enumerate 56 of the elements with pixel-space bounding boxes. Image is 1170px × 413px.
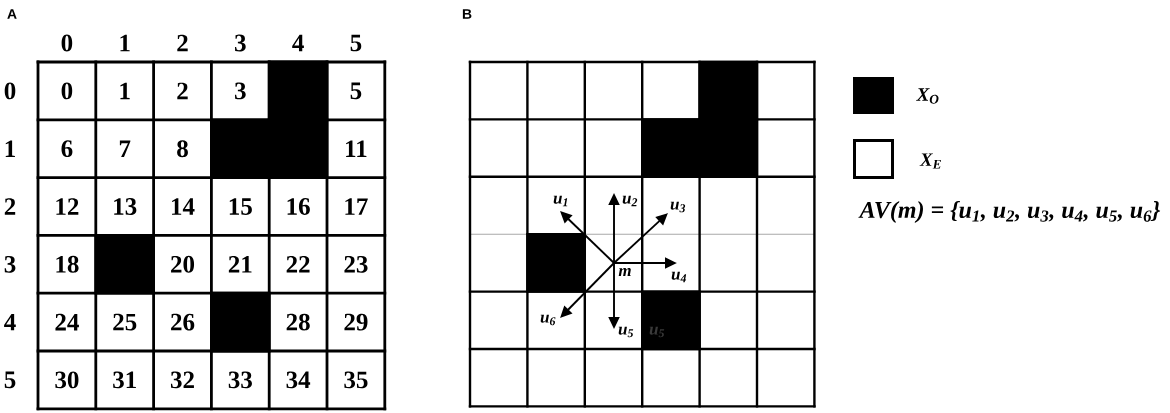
- cell-number: 5: [350, 82, 362, 100]
- row-index: 1: [5, 140, 15, 157]
- panel-label: A: [7, 9, 17, 19]
- cell-number: 28: [286, 313, 310, 331]
- column-index: 3: [235, 34, 246, 52]
- cell-number: 22: [286, 256, 310, 273]
- cell-number: 20: [171, 255, 195, 273]
- row-index: 4: [4, 313, 16, 331]
- row-index: 5: [4, 371, 16, 389]
- cell-number: 2: [177, 82, 188, 100]
- point-label: m: [618, 268, 631, 276]
- cell-number: 32: [170, 371, 194, 389]
- cell-number: 34: [286, 371, 311, 389]
- cell-number: 12: [56, 198, 79, 215]
- vector-label: u$_{6}$: [540, 314, 556, 326]
- vector-label: u$_{3}$: [670, 201, 686, 213]
- cell-number: 8: [177, 140, 188, 158]
- cell-number: 11: [346, 140, 367, 157]
- column-index: 1: [120, 34, 130, 52]
- cell-number: 15: [229, 198, 252, 215]
- column-index: 4: [292, 34, 304, 52]
- cell-number: 14: [172, 198, 195, 215]
- cell-number: 13: [114, 198, 137, 215]
- row-index: 0: [4, 82, 16, 100]
- cell-number: 23: [344, 255, 368, 273]
- row-index: 3: [4, 255, 16, 273]
- cell-number: 30: [55, 371, 79, 389]
- vector-label: u$_{2}$: [622, 195, 638, 207]
- panel-label: B: [462, 9, 472, 19]
- cell-number: 26: [171, 313, 195, 331]
- cell-number: 29: [344, 313, 368, 331]
- cell-number: 21: [228, 256, 252, 273]
- legend-label: X$_{O}$: [916, 88, 939, 104]
- cell-number: 3: [235, 82, 246, 100]
- cell-number: 16: [287, 198, 310, 215]
- cell-number: 25: [113, 313, 137, 331]
- vector-label: u$_{5}$: [618, 326, 634, 338]
- cell-number: 1: [120, 82, 130, 100]
- cell-number: 24: [55, 313, 79, 331]
- column-index: 0: [61, 34, 73, 52]
- column-index: 2: [177, 34, 188, 52]
- vector-label: u$_{1}$: [553, 195, 568, 207]
- cell-number: 17: [345, 198, 368, 215]
- row-index: 2: [4, 198, 16, 215]
- cell-number: 18: [56, 255, 79, 273]
- legend-label: X$_{E}$: [919, 153, 941, 169]
- cell-number: 7: [119, 140, 131, 157]
- column-index: 5: [350, 34, 362, 52]
- cell-number: 35: [344, 371, 368, 389]
- cell-number: 31: [113, 371, 136, 389]
- cell-number: 33: [228, 371, 252, 389]
- vector-label: u$_{4}$: [671, 271, 687, 283]
- cell-number: 0: [61, 82, 73, 100]
- cell-number: 6: [61, 140, 73, 158]
- formula: AV(m) = {u$_{1}$, u$_{2}$, u$_{3}$, u$_{4}$, u$_{5}$, u$_{6}$}: [858, 201, 1161, 223]
- vector-label: u$_{5}$: [649, 326, 665, 338]
